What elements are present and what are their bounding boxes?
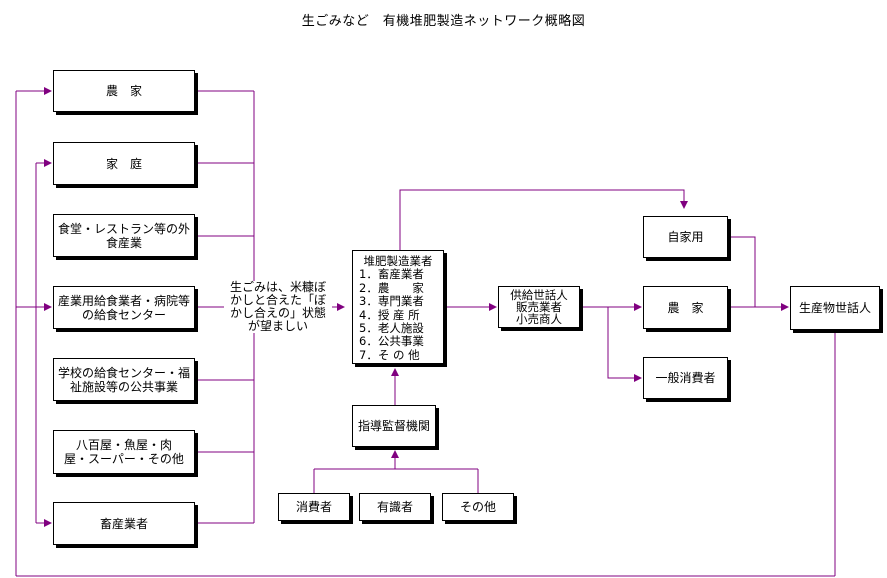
producer-item: 2．農 家 [359,280,424,295]
outlet-box-own-use: 自家用 [643,216,728,258]
source-label: 八百屋・魚屋・肉 [75,438,172,452]
source-box-households: 家 庭 [53,142,195,185]
producer-heading: 堆肥製造業者 [363,254,433,268]
public-label: その他 [459,500,496,514]
distributor-box: 供給世話人 販売業者 小売商人 [498,286,580,328]
connector-line [399,189,688,250]
outlet-box-farmers: 農 家 [643,286,728,329]
public-box-others: その他 [442,493,514,521]
source-label: 産業用給食業者・病院等 [57,293,190,308]
source-box-school-catering: 学校の給食センター・福 祉施設等の公共事業 [53,358,195,401]
coordinator-box: 生産物世話人 [790,286,880,330]
public-label: 有識者 [376,500,413,514]
source-box-livestock: 畜産業者 [53,502,195,545]
source-label: 祉施設等の公共事業 [69,379,178,394]
source-label: 学校の給食センター・福 [57,365,190,380]
source-label: 家 庭 [105,156,142,171]
source-label: 食堂・レストラン等の外 [57,221,190,236]
producer-box: 堆肥製造業者 1．畜産業者 2．農 家 3．専門業者 4．授 産 所 5．老人施… [352,250,444,364]
arrow-note: 生ごみは、米糠ぼ かしと合えた「ぼ かし合えの」状態 が望ましい [224,281,332,333]
source-label: の給食センター [81,307,166,322]
source-label: 食産業 [105,235,142,250]
outlet-label: 自家用 [667,230,704,244]
source-box-industrial-catering: 産業用給食業者・病院等 の給食センター [53,286,195,329]
distributor-label: 供給世話人 [510,288,568,302]
connector-line [607,307,642,382]
public-box-experts: 有識者 [359,493,431,521]
source-box-restaurants: 食堂・レストラン等の外 食産業 [53,214,195,257]
producer-item: 5．老人施設 [359,321,424,336]
connector-line [728,236,756,307]
supervisor-box: 指導監督機関 [352,405,436,447]
producer-item: 3．専門業者 [359,294,424,309]
note-line: 生ごみは、米糠ぼ [229,280,326,294]
source-box-farmers: 農 家 [53,70,195,112]
producer-item: 6．公共事業 [359,334,424,349]
diagram-title: 生ごみなど 有機堆肥製造ネットワーク概略図 [301,14,586,29]
note-line: かしと合えた「ぼ [229,293,326,307]
note-line: が望ましい [247,319,308,333]
source-label: 農 家 [105,84,142,98]
supervisor-label: 指導監督機関 [357,419,430,433]
source-box-retail-shops: 八百屋・魚屋・肉 屋・スーパー・その他 [53,430,195,474]
distributor-label: 小売商人 [516,312,562,326]
producer-item: 1．畜産業者 [359,267,424,282]
outlet-box-general-consumers: 一般消費者 [643,357,728,399]
public-label: 消費者 [295,500,332,514]
distributor-label: 販売業者 [516,300,562,314]
producer-item: 4．授 産 所 [359,307,420,322]
public-box-consumers: 消費者 [278,493,350,521]
outlet-label: 一般消費者 [655,371,716,385]
note-line: かし合えの」状態 [229,306,326,320]
coordinator-label: 生産物世話人 [798,301,871,315]
source-label: 屋・スーパー・その他 [64,452,184,466]
producer-item: 7．そ の 他 [359,347,420,362]
source-label: 畜産業者 [99,516,148,531]
outlet-label: 農 家 [667,300,704,315]
